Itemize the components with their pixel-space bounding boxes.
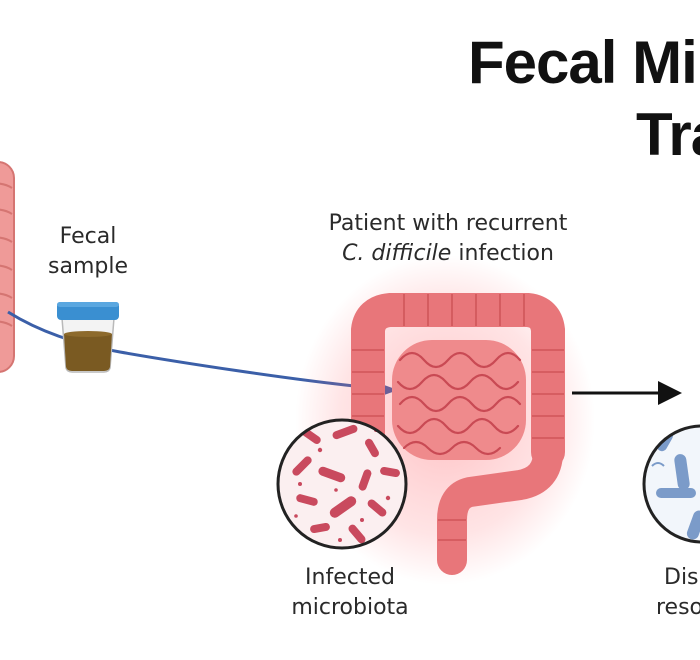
patient-label-1: Patient with recurrent [328,211,568,236]
resolved-label-1: Dis [664,565,699,590]
healthy-intestine-icon [0,161,15,373]
fecal-sample-label-2: sample [48,254,128,279]
title-line-1: Fecal Mi [468,29,698,96]
title-line-2: Tra [636,101,700,168]
patient-label-2: C. difficile infection [300,239,596,268]
treatment-arrow [572,381,682,405]
infected-label-1: Infected [305,565,395,590]
resolved-label-2: reso [656,595,700,620]
infection-word: infection [451,241,554,266]
species-name: C. difficile [342,241,452,266]
fecal-sample-label-1: Fecal [59,224,117,249]
infected-label-2: microbiota [291,595,409,620]
stool-sample-jar-icon [57,302,119,373]
bacteria-magnifier-icon [276,418,408,550]
healthy-microbiota-icon [642,424,700,544]
